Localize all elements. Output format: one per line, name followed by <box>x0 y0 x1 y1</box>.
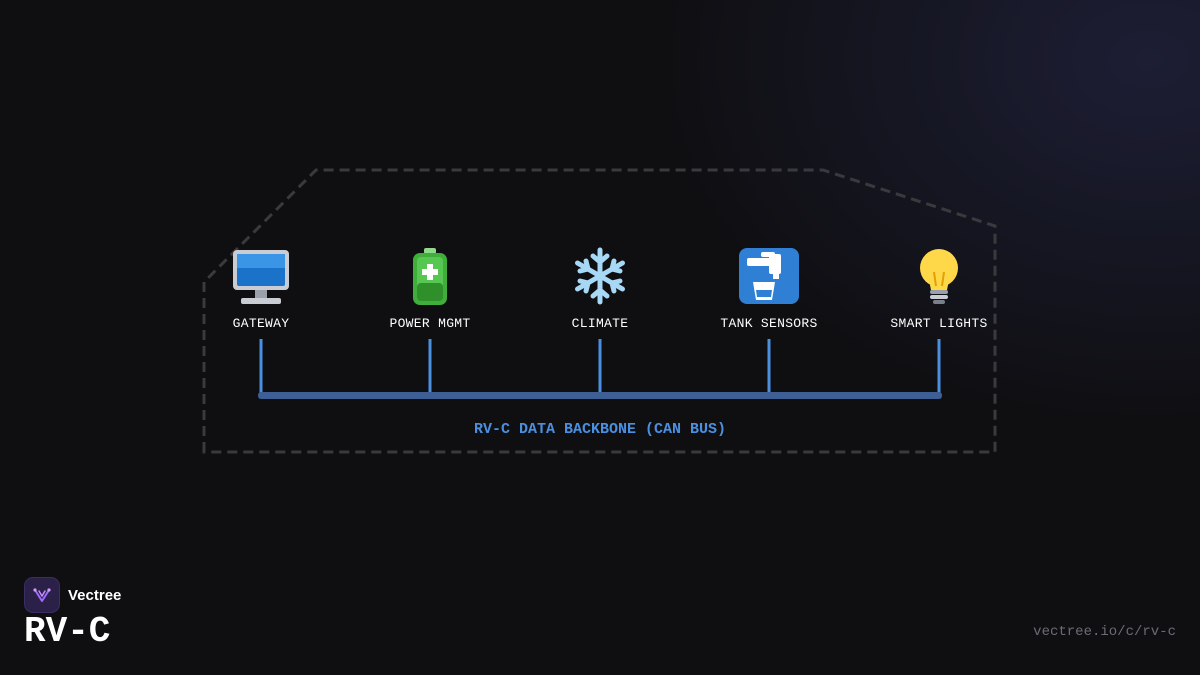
can-bus-line <box>258 392 942 399</box>
node-gateway: GATEWAY <box>181 244 341 331</box>
node-label-tank-sensors: TANK SENSORS <box>720 316 818 331</box>
desktop-computer-icon <box>233 250 289 304</box>
node-smart-lights: SMART LIGHTS <box>859 244 1019 331</box>
node-label-climate: CLIMATE <box>571 316 629 331</box>
vectree-logo-icon <box>24 577 60 613</box>
water-tap-icon <box>739 248 799 304</box>
page-title: RV-C <box>24 611 111 652</box>
rv-outline <box>202 168 997 454</box>
battery-icon <box>413 248 447 305</box>
node-power-mgmt: POWER MGMT <box>350 244 510 331</box>
source-url[interactable]: vectree.io/c/rv-c <box>1033 624 1176 640</box>
node-climate: CLIMATE <box>520 244 680 331</box>
brand-name: Vectree <box>68 586 122 604</box>
snowflake-icon <box>575 247 625 305</box>
node-tank-sensors: TANK SENSORS <box>689 244 849 331</box>
brand: Vectree <box>24 577 121 613</box>
can-bus-label: RV-C DATA BACKBONE (CAN BUS) <box>473 421 727 438</box>
light-bulb-icon <box>920 249 958 304</box>
node-label-smart-lights: SMART LIGHTS <box>890 316 988 331</box>
node-label-gateway: GATEWAY <box>232 316 290 331</box>
node-label-power-mgmt: POWER MGMT <box>389 316 471 331</box>
